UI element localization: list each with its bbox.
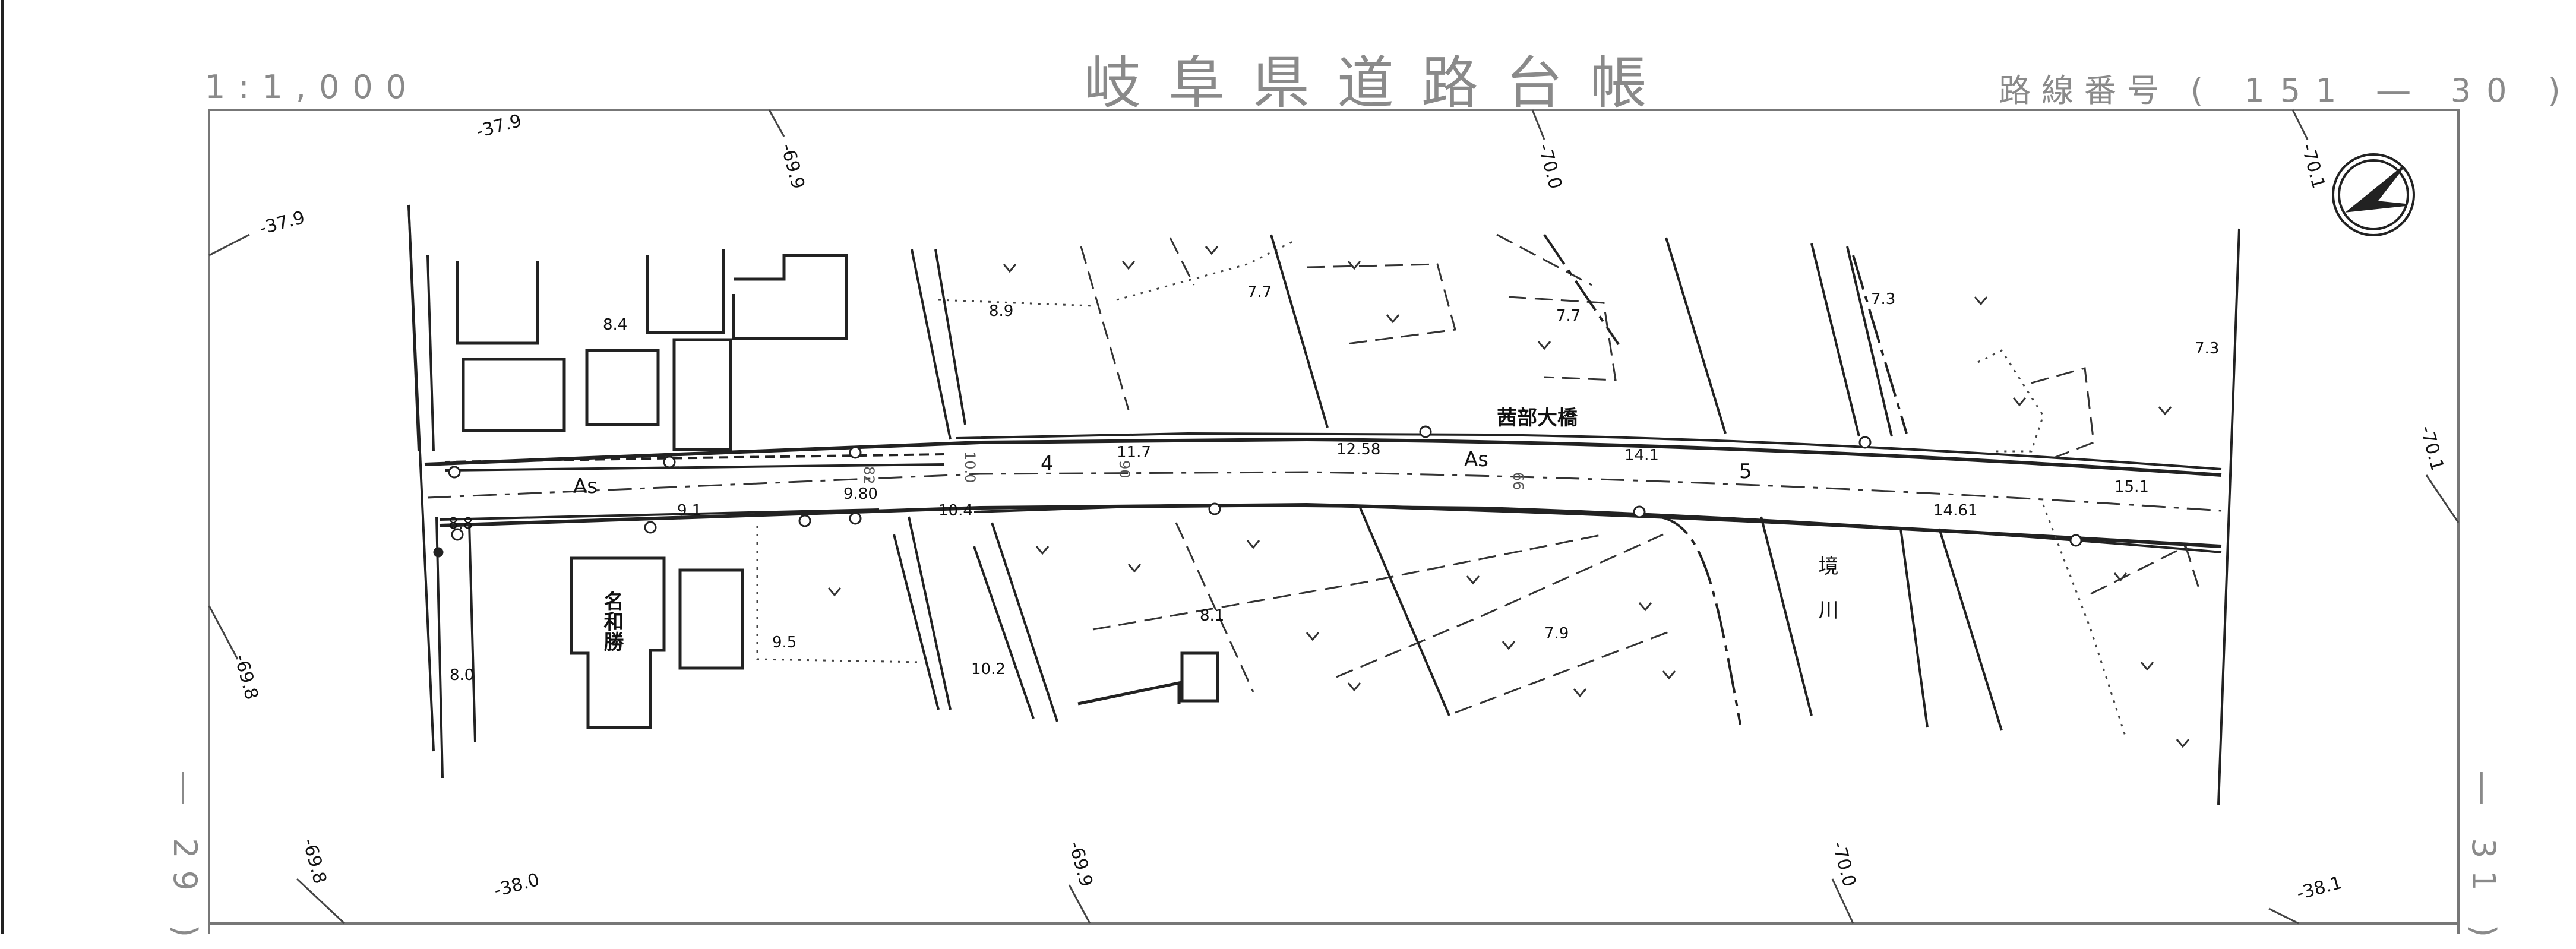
pavement-label: As	[573, 474, 598, 498]
building-name: 名和勝	[600, 591, 624, 652]
elevation-label: 7.7	[1247, 283, 1272, 301]
road	[424, 432, 2222, 553]
dimension-labels: 82 10.0 90 66	[861, 451, 1526, 491]
grid-ticks	[208, 109, 2460, 925]
elevation-label: 14.1	[1624, 447, 1659, 464]
dimension-label: 82	[861, 466, 877, 485]
grid-label: -70.0	[1534, 141, 1566, 191]
elevation-label: 9.1	[677, 502, 701, 520]
canal	[1543, 233, 1908, 725]
adjacent-sheet-left: ― 29 )	[166, 772, 204, 949]
elevation-label: 8.9	[989, 302, 1013, 320]
map-names: 茜部大橋 名和勝 境川 As As 4 5	[573, 406, 1838, 652]
adjacent-sheet-right: ― 31 )	[2465, 772, 2502, 949]
grid-label: -38.1	[2294, 872, 2344, 904]
elevation-label: 12.58	[1336, 441, 1380, 458]
buildings	[456, 249, 1219, 729]
elevation-label: 8.0	[450, 666, 474, 684]
elevation-label: 15.1	[2114, 478, 2149, 496]
elevation-label: 10.4	[938, 502, 973, 520]
grid-label: -70.1	[2416, 423, 2448, 473]
dimension-label: 66	[1510, 472, 1526, 491]
road-centerline	[427, 471, 2222, 512]
elevation-label: 10.2	[971, 660, 1006, 678]
map-scale: 1:1,000	[205, 68, 420, 106]
map-frame	[208, 109, 2460, 925]
property-lines	[756, 239, 2128, 740]
manholes	[433, 425, 2082, 558]
side-street	[407, 204, 476, 779]
grid-label: -70.1	[2297, 141, 2329, 191]
page-title: 岐阜県道路台帳	[1084, 50, 1674, 116]
grid-label: -69.8	[298, 836, 330, 886]
grid-label: -70.0	[1828, 839, 1860, 889]
elevation-label: 9.5	[772, 634, 796, 651]
grid-label: -37.9	[257, 207, 307, 239]
grid-label: -69.9	[1064, 839, 1096, 889]
route-prefix: 路線番号	[1999, 72, 2170, 109]
bridge-name: 茜部大橋	[1497, 406, 1578, 430]
elevation-label: 7.9	[1544, 625, 1569, 643]
field-marks	[827, 246, 2190, 748]
grid-label: -38.0	[492, 869, 542, 901]
ditch	[893, 249, 1058, 722]
elevation-label: 14.61	[1933, 502, 1977, 520]
grid-label: -69.9	[776, 141, 808, 191]
route-number: 路線番号 ( 151 ― 30 )	[1999, 64, 2576, 111]
road-map: -37.9 -37.9 -69.9 -70.0 -70.1 -70.1 -69.…	[1, 0, 2460, 934]
elevation-label: 8.4	[603, 316, 627, 334]
elevation-label: 8.1	[1200, 607, 1224, 625]
dimension-label: 10.0	[962, 451, 978, 483]
station-label: 4	[1041, 452, 1054, 476]
elevation-label: 7.3	[2195, 340, 2219, 358]
dimension-label: 90	[1116, 460, 1133, 479]
route-number-value: ( 151 ― 30 )	[2191, 72, 2576, 109]
sidewalk	[439, 453, 945, 521]
river	[1270, 234, 2003, 731]
elevation-label: 7.3	[1871, 290, 1895, 308]
elevation-label: 9.80	[843, 485, 878, 503]
field-boundaries	[1080, 233, 2202, 714]
elevation-label: 11.7	[1117, 444, 1151, 461]
elevation-label: 8.8	[448, 515, 473, 533]
grid-label: -69.8	[230, 652, 262, 702]
river-name: 境川	[1815, 555, 1838, 643]
elevation-labels: 8.9 8.4 7.7 7.7 7.3 7.3 11.7 12.58 14.1 …	[448, 283, 2219, 684]
station-label: 5	[1739, 460, 1752, 483]
pavement-label: As	[1464, 448, 1488, 472]
north-arrow-icon	[2332, 153, 2415, 236]
grid-label: -37.9	[474, 110, 524, 143]
elevation-label: 7.7	[1556, 307, 1581, 325]
